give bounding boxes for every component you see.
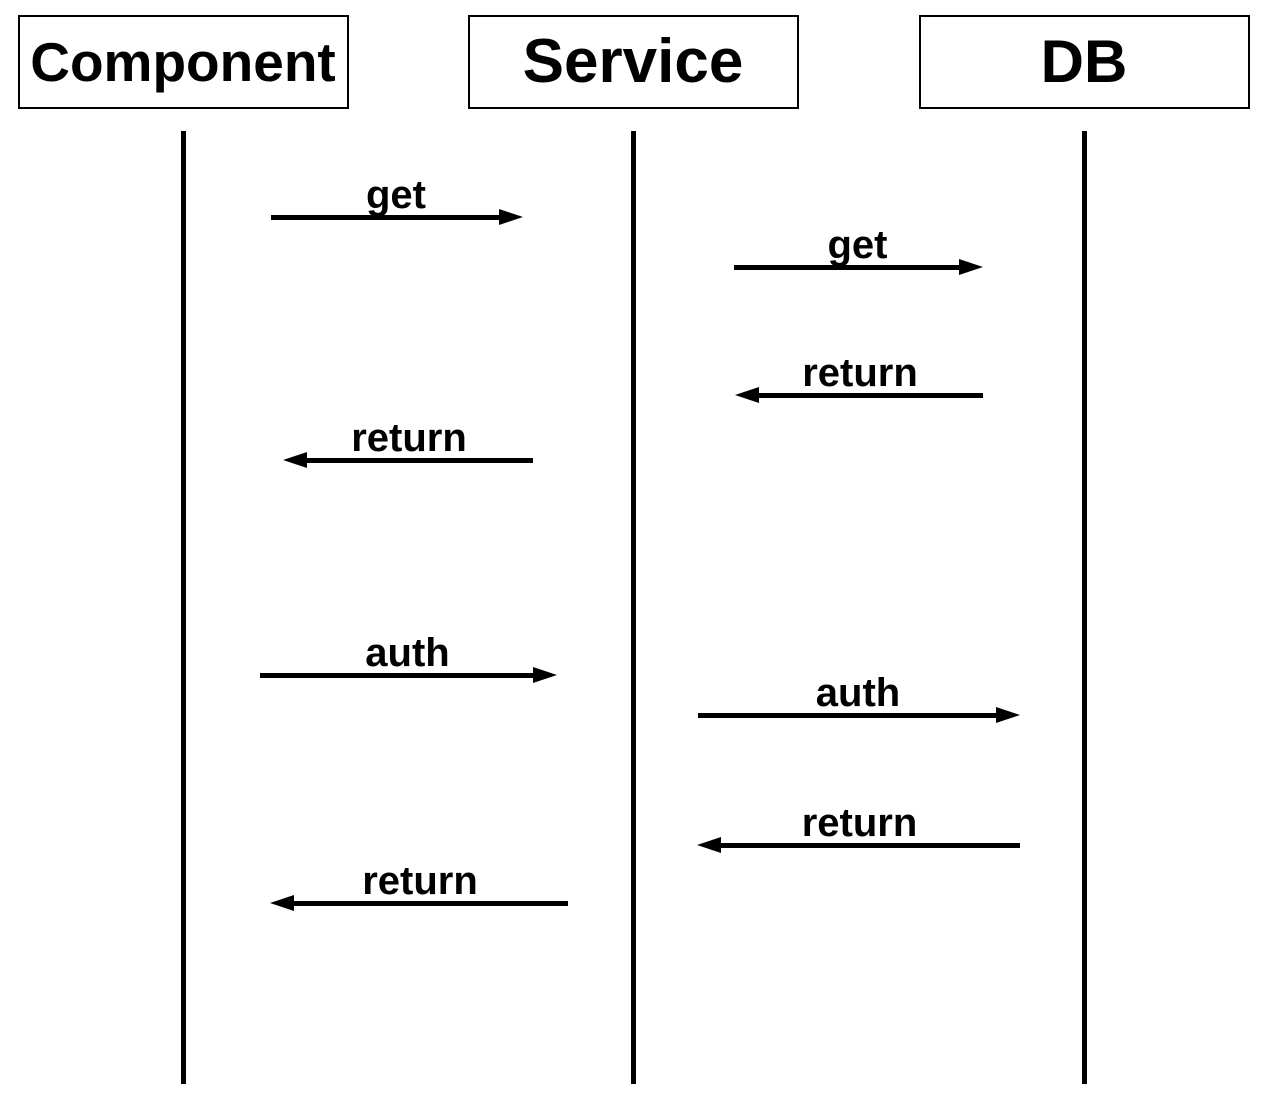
message-label: return xyxy=(802,350,918,395)
arrowhead-icon xyxy=(996,707,1020,723)
message-return-db-to-service: return xyxy=(697,798,1022,853)
message-line xyxy=(304,457,533,463)
actor-label: Service xyxy=(522,27,744,96)
arrowhead-icon xyxy=(735,387,759,403)
message-auth-component-to-service: auth xyxy=(258,628,557,683)
message-label: get xyxy=(827,222,888,267)
message-label: return xyxy=(801,800,918,845)
actor-box-component: Component xyxy=(17,15,349,109)
message-get-service-to-db: get xyxy=(732,220,983,275)
message-line xyxy=(271,214,502,220)
actor-box-db: DB xyxy=(918,15,1250,109)
message-line xyxy=(291,900,568,906)
message-return-service-to-component: return xyxy=(283,413,535,468)
message-label: get xyxy=(366,172,426,217)
message-line xyxy=(718,842,1020,848)
arrowhead-icon xyxy=(283,452,307,468)
actor-label: Component xyxy=(30,30,336,93)
message-get-component-to-service: get xyxy=(269,170,523,225)
message-line xyxy=(698,712,999,718)
actor-label: DB xyxy=(1040,28,1128,95)
message-label: return xyxy=(351,415,467,460)
arrowhead-icon xyxy=(697,837,721,853)
arrowhead-icon xyxy=(270,895,294,911)
arrowhead-icon xyxy=(499,209,523,225)
lifeline-db xyxy=(1081,131,1087,1084)
message-line xyxy=(756,392,983,398)
message-line xyxy=(260,672,536,678)
message-return-service-to-component: return xyxy=(270,856,570,911)
arrowhead-icon xyxy=(533,667,557,683)
message-return-db-to-service: return xyxy=(735,348,985,403)
message-label: return xyxy=(362,858,478,903)
lifeline-service xyxy=(630,131,636,1084)
arrowhead-icon xyxy=(959,259,983,275)
message-line xyxy=(734,264,962,270)
message-label: auth xyxy=(365,630,450,675)
actor-box-service: Service xyxy=(467,15,799,109)
lifeline-component xyxy=(180,131,186,1084)
message-auth-service-to-db: auth xyxy=(696,668,1020,723)
message-label: auth xyxy=(815,670,901,715)
